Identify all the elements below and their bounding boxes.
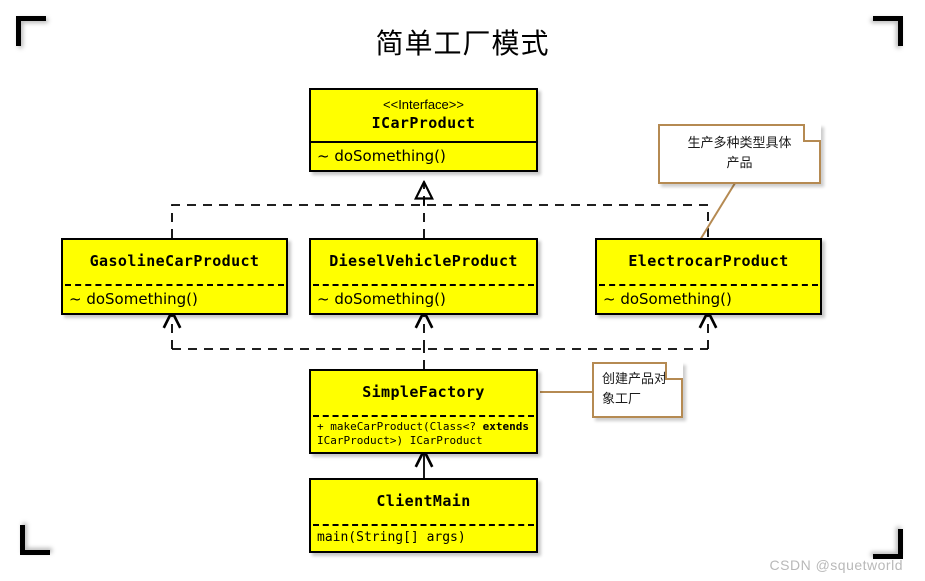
class-members: ~ doSomething() — [597, 286, 820, 313]
method-signature-part-1: + makeCarProduct(Class<? — [317, 420, 483, 433]
class-member: ~ doSomething() — [69, 290, 198, 308]
class-members: + makeCarProduct(Class<? extends ICarPro… — [311, 417, 536, 452]
note-text-line-1: 创建产品对 — [602, 372, 668, 387]
class-members: ~ doSomething() — [311, 143, 536, 170]
class-name: GasolineCarProduct — [89, 252, 260, 270]
note-products[interactable]: 生产多种类型具体 产品 — [658, 124, 821, 184]
note-text-line-2: 象工厂 — [602, 392, 642, 407]
class-member-continued: ICarProduct>) ICarProduct — [317, 434, 483, 447]
corner-bracket-bottom-left — [20, 525, 50, 555]
note-factory[interactable]: 创建产品对 象工厂 — [592, 362, 683, 418]
class-box-icarproduct[interactable]: <<Interface>> ICarProduct ~ doSomething(… — [309, 88, 538, 172]
class-separator — [313, 415, 534, 417]
class-separator — [313, 284, 534, 286]
class-box-clientmain[interactable]: ClientMain main(String[] args) — [309, 478, 538, 553]
note-fold-corner-icon — [803, 124, 821, 142]
class-separator — [65, 284, 284, 286]
note-text-line-1: 生产多种类型具体 — [687, 136, 792, 151]
class-name: DieselVehicleProduct — [329, 252, 518, 270]
class-box-simplefactory[interactable]: SimpleFactory + makeCarProduct(Class<? e… — [309, 369, 538, 454]
class-name: ICarProduct — [371, 114, 476, 132]
class-separator — [311, 141, 536, 143]
class-members: main(String[] args) — [311, 526, 536, 551]
class-header: DieselVehicleProduct — [311, 240, 536, 284]
class-member: ~ doSomething() — [317, 290, 446, 308]
class-separator — [599, 284, 818, 286]
class-member: ~ doSomething() — [317, 147, 446, 165]
class-header: SimpleFactory — [311, 371, 536, 415]
class-header: ClientMain — [311, 480, 536, 524]
class-header: ElectrocarProduct — [597, 240, 820, 284]
class-box-gasolinecarproduct[interactable]: GasolineCarProduct ~ doSomething() — [61, 238, 288, 315]
class-box-electrocarproduct[interactable]: ElectrocarProduct ~ doSomething() — [595, 238, 822, 315]
class-member: + makeCarProduct(Class<? extends — [317, 420, 531, 434]
watermark-text: CSDN @squetworld — [769, 557, 903, 573]
class-header: GasolineCarProduct — [63, 240, 286, 284]
corner-bracket-bottom-right — [873, 529, 903, 559]
class-header: <<Interface>> ICarProduct — [311, 90, 536, 141]
method-keyword-extends: extends — [482, 420, 529, 433]
class-stereotype: <<Interface>> — [383, 97, 464, 112]
diagram-title: 简单工厂模式 — [375, 27, 550, 60]
note-fold-corner-icon — [665, 362, 683, 380]
class-name: ElectrocarProduct — [628, 252, 789, 270]
class-box-dieselvehicleproduct[interactable]: DieselVehicleProduct ~ doSomething() — [309, 238, 538, 315]
class-member: main(String[] args) — [317, 530, 466, 545]
class-members: ~ doSomething() — [311, 286, 536, 313]
note-text-line-2: 产品 — [726, 156, 753, 171]
class-members: ~ doSomething() — [63, 286, 286, 313]
class-member: ~ doSomething() — [603, 290, 732, 308]
class-name: SimpleFactory — [362, 383, 485, 401]
class-name: ClientMain — [376, 492, 471, 510]
class-separator — [313, 524, 534, 526]
